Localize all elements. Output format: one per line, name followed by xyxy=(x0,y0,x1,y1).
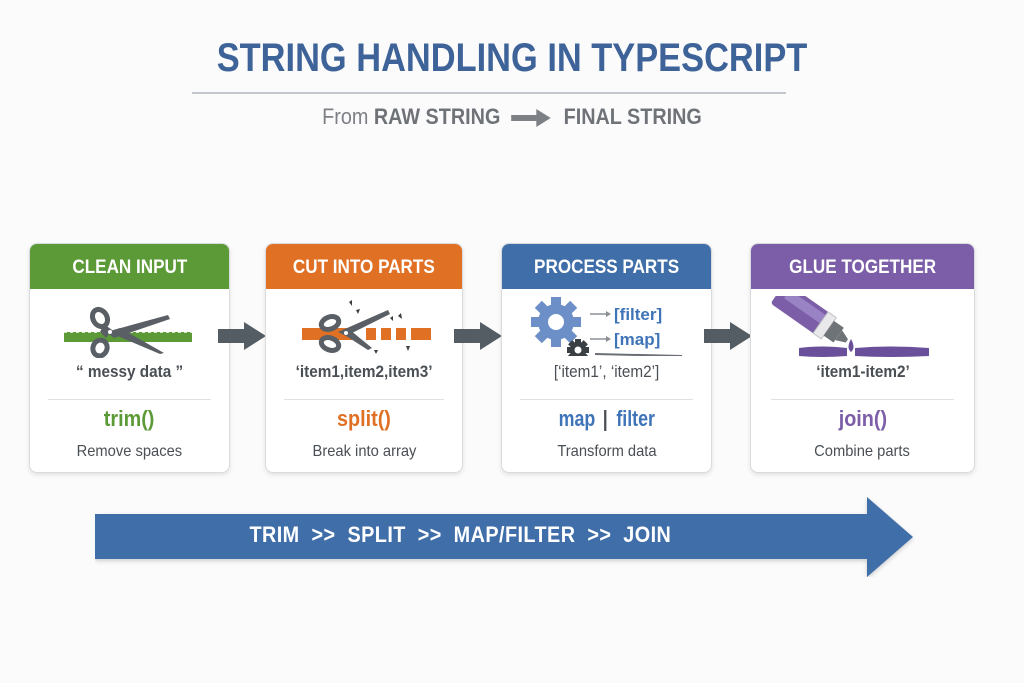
scissors-cutting-pieces-icon xyxy=(302,300,431,354)
step-card-glue-together: GLUE TOGETHER ‘item1-item2’ join() Combi… xyxy=(750,243,975,473)
card-header-label: GLUE TOGETHER xyxy=(789,257,936,278)
gears-icon: [filter] [map] xyxy=(531,297,683,356)
card-header-label: PROCESS PARTS xyxy=(533,257,680,278)
card-description: Remove spaces xyxy=(76,443,183,460)
step-card-process-parts: PROCESS PARTS xyxy=(501,243,712,473)
card-header: CLEAN INPUT xyxy=(30,244,229,289)
card-description: Break into array xyxy=(312,443,416,460)
connector-arrow-icon xyxy=(218,322,266,350)
card-header: GLUE TOGETHER xyxy=(751,244,974,289)
method-separator: | xyxy=(602,406,608,431)
method-map: map xyxy=(558,406,596,431)
title-divider xyxy=(192,92,786,94)
pipeline-arrow xyxy=(95,497,913,577)
card-example: ‘item1-item2’ xyxy=(815,362,910,381)
card-description: Combine parts xyxy=(814,443,911,460)
subtitle-from: RAW STRING xyxy=(373,104,501,129)
card-divider xyxy=(284,399,444,400)
card-method: join() xyxy=(838,406,887,431)
card-divider xyxy=(771,399,954,400)
map-tag: [map] xyxy=(614,330,660,349)
card-description: Transform data xyxy=(556,443,657,460)
subtitle-to: FINAL STRING xyxy=(563,104,702,129)
step-card-clean-input: CLEAN INPUT “ messy data ” trim() Remove… xyxy=(29,243,230,473)
card-example: [‘item1’, ‘item2’] xyxy=(553,362,660,381)
card-divider xyxy=(48,399,211,400)
right-arrow-icon xyxy=(511,109,551,128)
scissors-trimming-strip-icon xyxy=(64,306,192,358)
filter-tag: [filter] xyxy=(614,305,662,324)
card-header-label: CLEAN INPUT xyxy=(72,257,187,278)
glue-tube-icon xyxy=(771,296,929,357)
subtitle-prefix: From xyxy=(322,104,369,129)
method-filter: filter xyxy=(615,406,655,431)
card-method: trim() xyxy=(104,406,155,431)
card-method: map | filter xyxy=(502,406,711,432)
connector-arrow-icon xyxy=(454,322,502,350)
step-card-cut-into-parts: CUT INTO PARTS ‘item1,item2,item3’ split… xyxy=(265,243,463,473)
card-header: CUT INTO PARTS xyxy=(266,244,462,289)
connector-arrow-icon xyxy=(704,322,752,350)
page-title: STRING HANDLING IN TYPESCRIPT xyxy=(216,36,808,80)
card-header-label: CUT INTO PARTS xyxy=(293,257,435,278)
card-header: PROCESS PARTS xyxy=(502,244,711,289)
card-divider xyxy=(520,399,693,400)
pipeline-label: TRIM >> SPLIT >> MAP/FILTER >> JOIN xyxy=(249,522,671,547)
card-example: “ messy data ” xyxy=(75,362,184,381)
card-example: ‘item1,item2,item3’ xyxy=(295,362,433,381)
card-method: split() xyxy=(337,406,391,431)
subtitle: From RAW STRING FINAL STRING xyxy=(51,104,973,130)
